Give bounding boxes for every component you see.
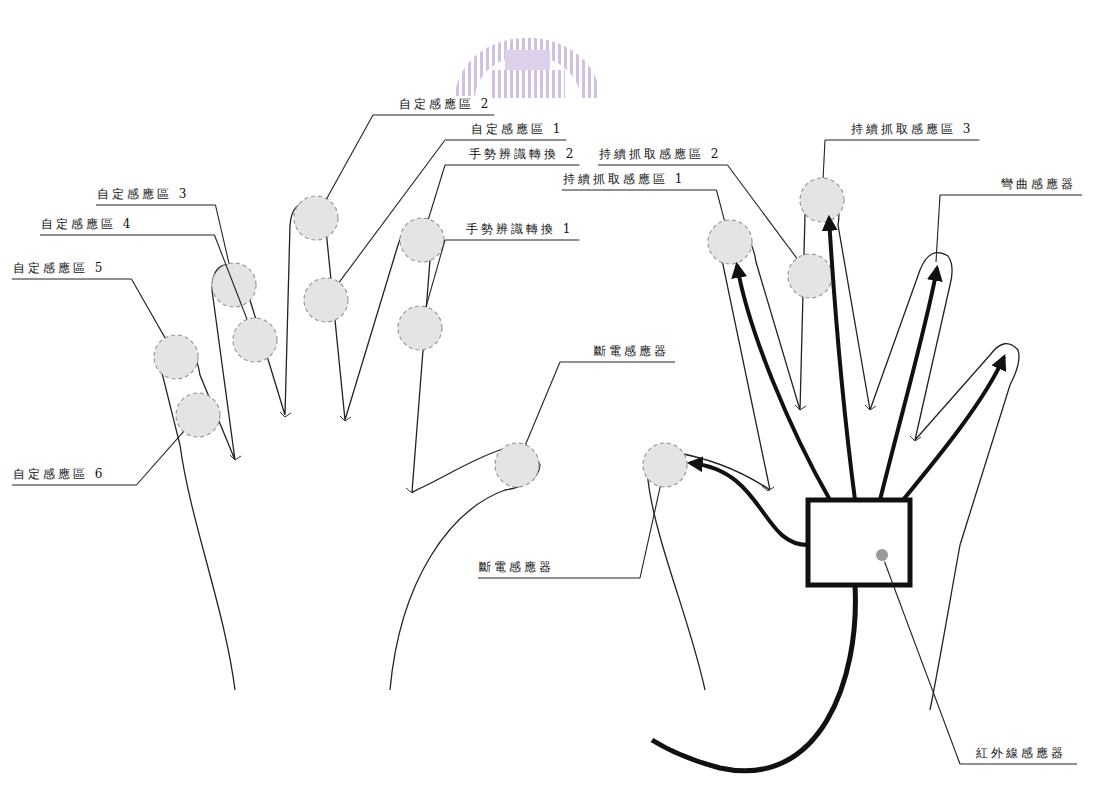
callout-label: 持續抓取感應區 2: [598, 146, 722, 162]
leader-line: [823, 140, 825, 178]
callout-label: 自定感應區 5: [12, 260, 106, 276]
leader-line: [136, 432, 183, 485]
callout-label: 自定感應區 3: [96, 186, 190, 202]
label-underline: [445, 164, 579, 165]
callout-label: 斷電感應器: [478, 559, 555, 575]
label-underline: [940, 194, 1082, 195]
callout-label: 自定感應區 2: [398, 96, 492, 112]
label-underline: [12, 484, 136, 485]
leader-line: [716, 190, 724, 221]
callout-label: 彎曲感應器: [1000, 176, 1077, 192]
label-underline: [373, 114, 494, 115]
cable: [652, 585, 855, 771]
label-underline: [598, 164, 727, 165]
callout-label: 自定感應區 1: [470, 121, 564, 137]
label-underline: [12, 278, 131, 279]
leader-line: [884, 562, 960, 764]
leader-line: [339, 140, 445, 282]
leader-line: [327, 115, 373, 199]
infrared-sensor: [876, 549, 888, 561]
leader-line: [936, 195, 940, 262]
callout-label: 手勢辨識轉換 1: [465, 221, 574, 237]
label-underline: [478, 577, 640, 578]
watermark-logo: [455, 38, 600, 98]
right-hand-outline: [648, 195, 1019, 710]
callout-label: 紅外線感應器: [975, 745, 1067, 761]
callout-label: 自定感應區 6: [12, 466, 106, 482]
leader-line: [426, 240, 445, 307]
label-underline: [560, 361, 675, 362]
label-underline: [960, 763, 1077, 764]
sensor-zone: [154, 178, 844, 487]
leader-line: [640, 486, 660, 578]
label-underline: [562, 189, 716, 190]
callout-label: 持續抓取感應區 3: [850, 121, 974, 137]
leader-line: [428, 165, 445, 219]
label-underline: [40, 234, 214, 235]
sensor-wire: [690, 218, 1004, 545]
label-underline: [445, 239, 579, 240]
leader-line: [525, 362, 560, 445]
leader-line: [131, 279, 165, 338]
controller-box: [808, 500, 910, 585]
callout-label: 斷電感應器: [593, 343, 670, 359]
leader-line: [727, 165, 796, 258]
callout-label: 手勢辨識轉換 2: [468, 146, 577, 162]
label-underline: [96, 204, 215, 205]
callout-label: 自定感應區 4: [40, 216, 134, 232]
finger-crease: [762, 405, 921, 491]
finger-crease: [230, 412, 418, 493]
callout-label: 持續抓取感應區 1: [562, 171, 686, 187]
label-underline: [445, 139, 566, 140]
left-hand-outline: [160, 203, 540, 690]
label-underline: [825, 139, 979, 140]
leader-line: [214, 235, 247, 319]
